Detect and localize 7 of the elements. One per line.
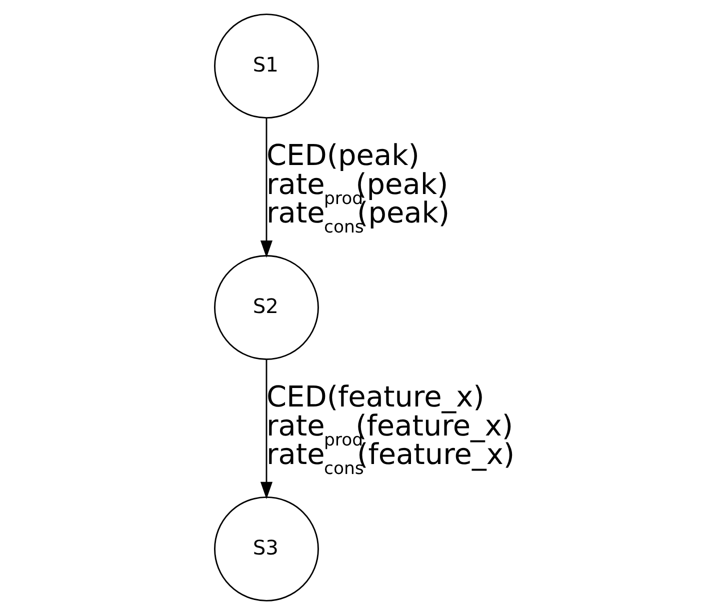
- node-circle: S2: [214, 255, 318, 360]
- arrow: [260, 360, 272, 500]
- node-circle: S3: [214, 496, 318, 602]
- arrow: [260, 118, 272, 258]
- edge-label: CED(feature_x) rate$_{prod}$(feature_x) rate$_{cons}$(feature_x): [266, 380, 514, 480]
- node-circle: S1: [214, 14, 318, 118]
- edge-label: CED(peak) rate$_{prod}$(peak) rate$_{cons}$(peak): [266, 138, 450, 238]
